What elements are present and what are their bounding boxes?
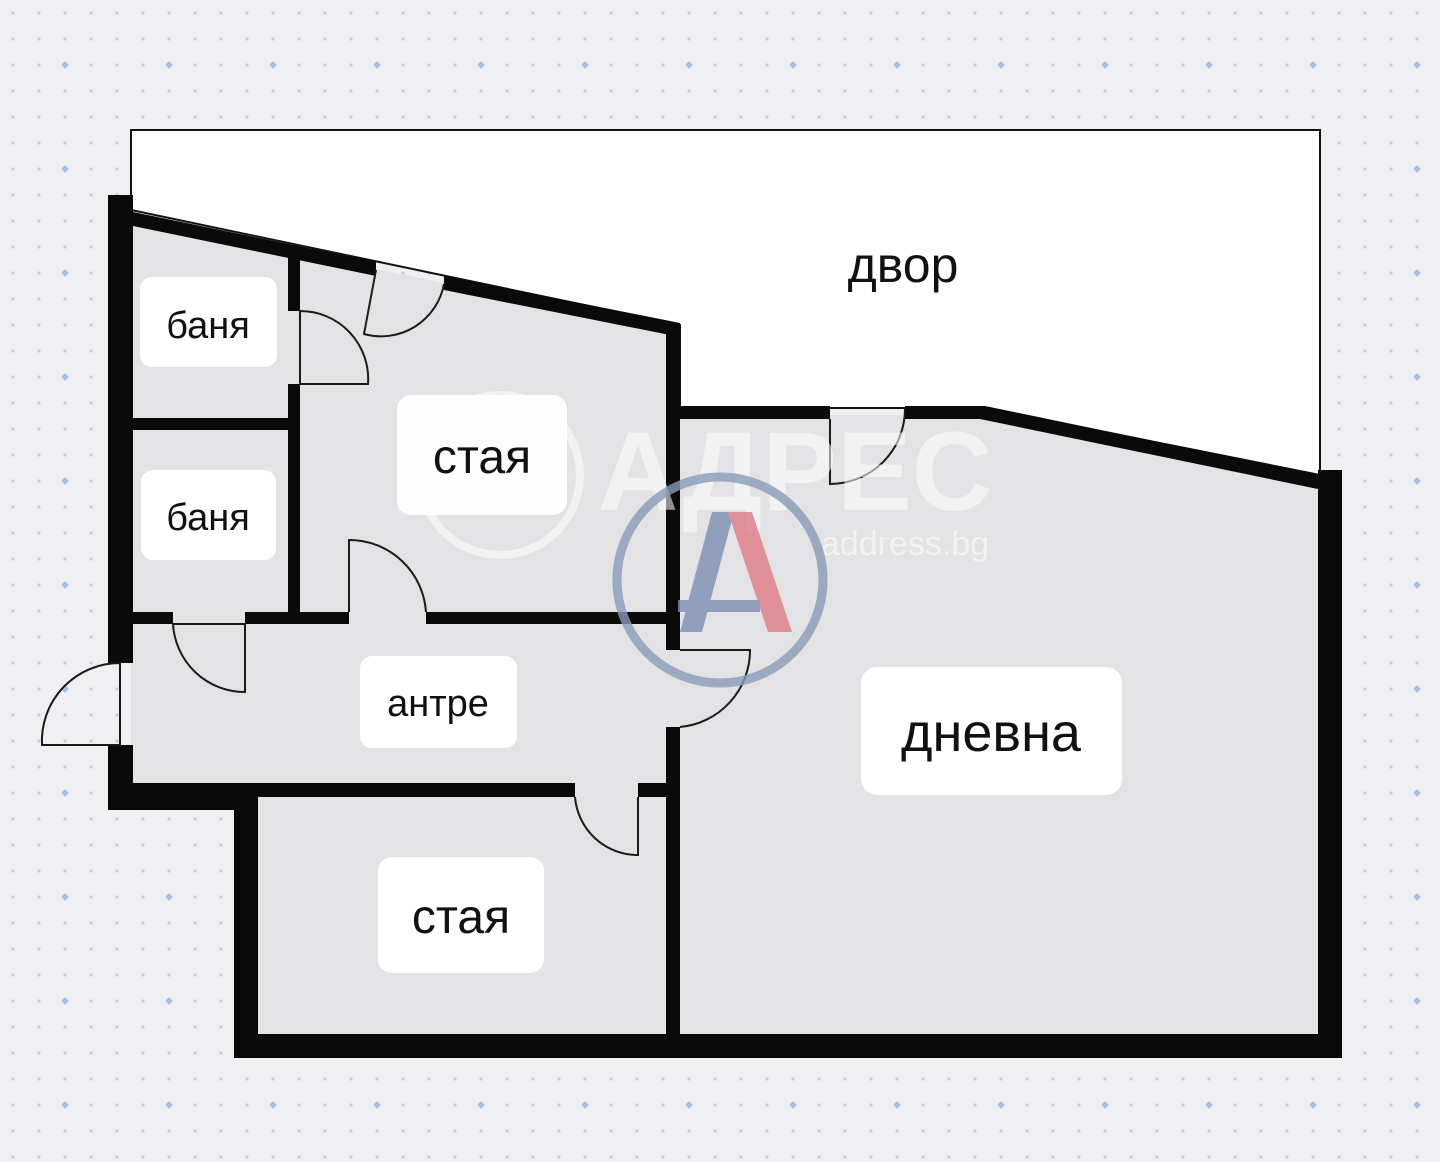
label-yard-text: двор [848,237,959,293]
yard-area [130,129,1321,477]
label-hall-text: антре [387,683,489,725]
label-room-bottom-text: стая [412,891,510,944]
walls [108,195,1342,1058]
label-living-text: дневна [901,703,1082,763]
label-bath-top-text: баня [166,305,250,347]
label-bath-bottom-text: баня [166,497,250,539]
label-living: дневна [861,667,1122,795]
address-logo-icon [612,472,828,688]
label-room-bottom: стая [378,857,544,973]
watermark-site: address.bg [821,525,989,563]
label-room-top: стая [397,395,567,515]
label-hall: антре [360,656,517,748]
label-room-top-text: стая [433,431,531,484]
label-bath-bottom: баня [141,470,276,560]
label-bath-top: баня [140,277,277,367]
label-yard: двор [848,237,959,293]
doors [40,269,906,857]
